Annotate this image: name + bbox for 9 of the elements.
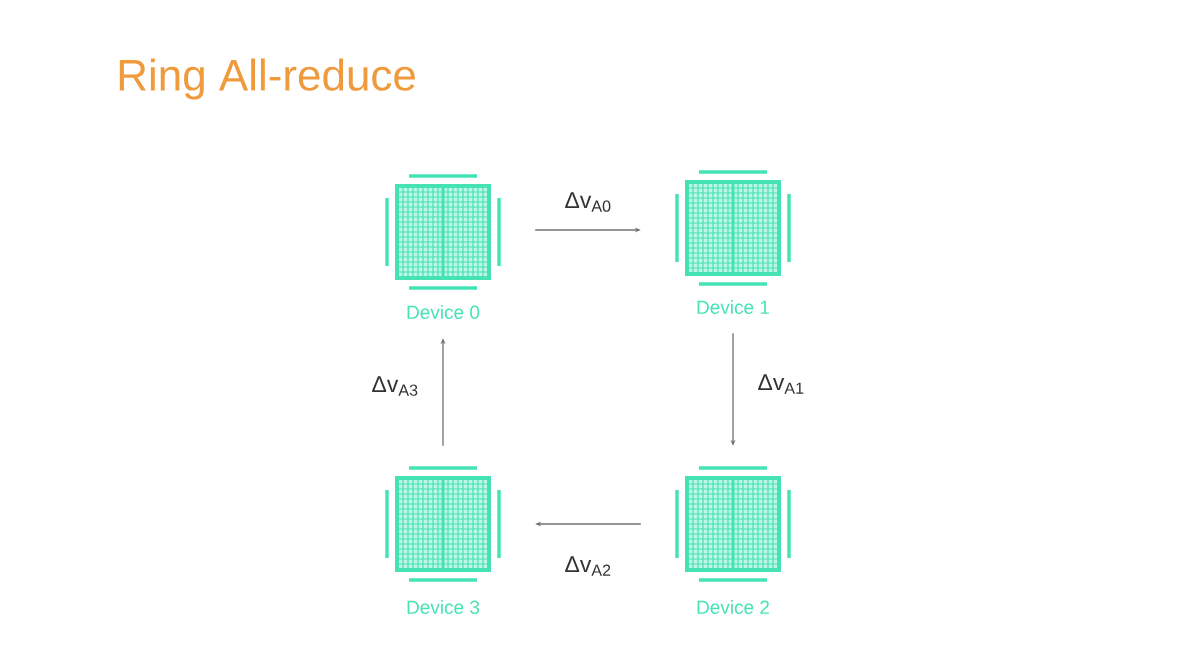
device-label: Device 2	[697, 600, 769, 614]
edge-label: Δv$_{A2}$	[563, 555, 613, 577]
device-label: Device 0	[407, 305, 480, 319]
device-label: Device 3	[407, 600, 480, 614]
edge-label: Δv$_{A0}$	[563, 191, 613, 213]
title: Ring All-reduce	[119, 58, 415, 100]
edge-label: Δv$_{A1}$	[756, 373, 806, 395]
edge-label: Δv$_{A3}$	[370, 375, 420, 397]
device-label: Device 1	[697, 300, 769, 314]
